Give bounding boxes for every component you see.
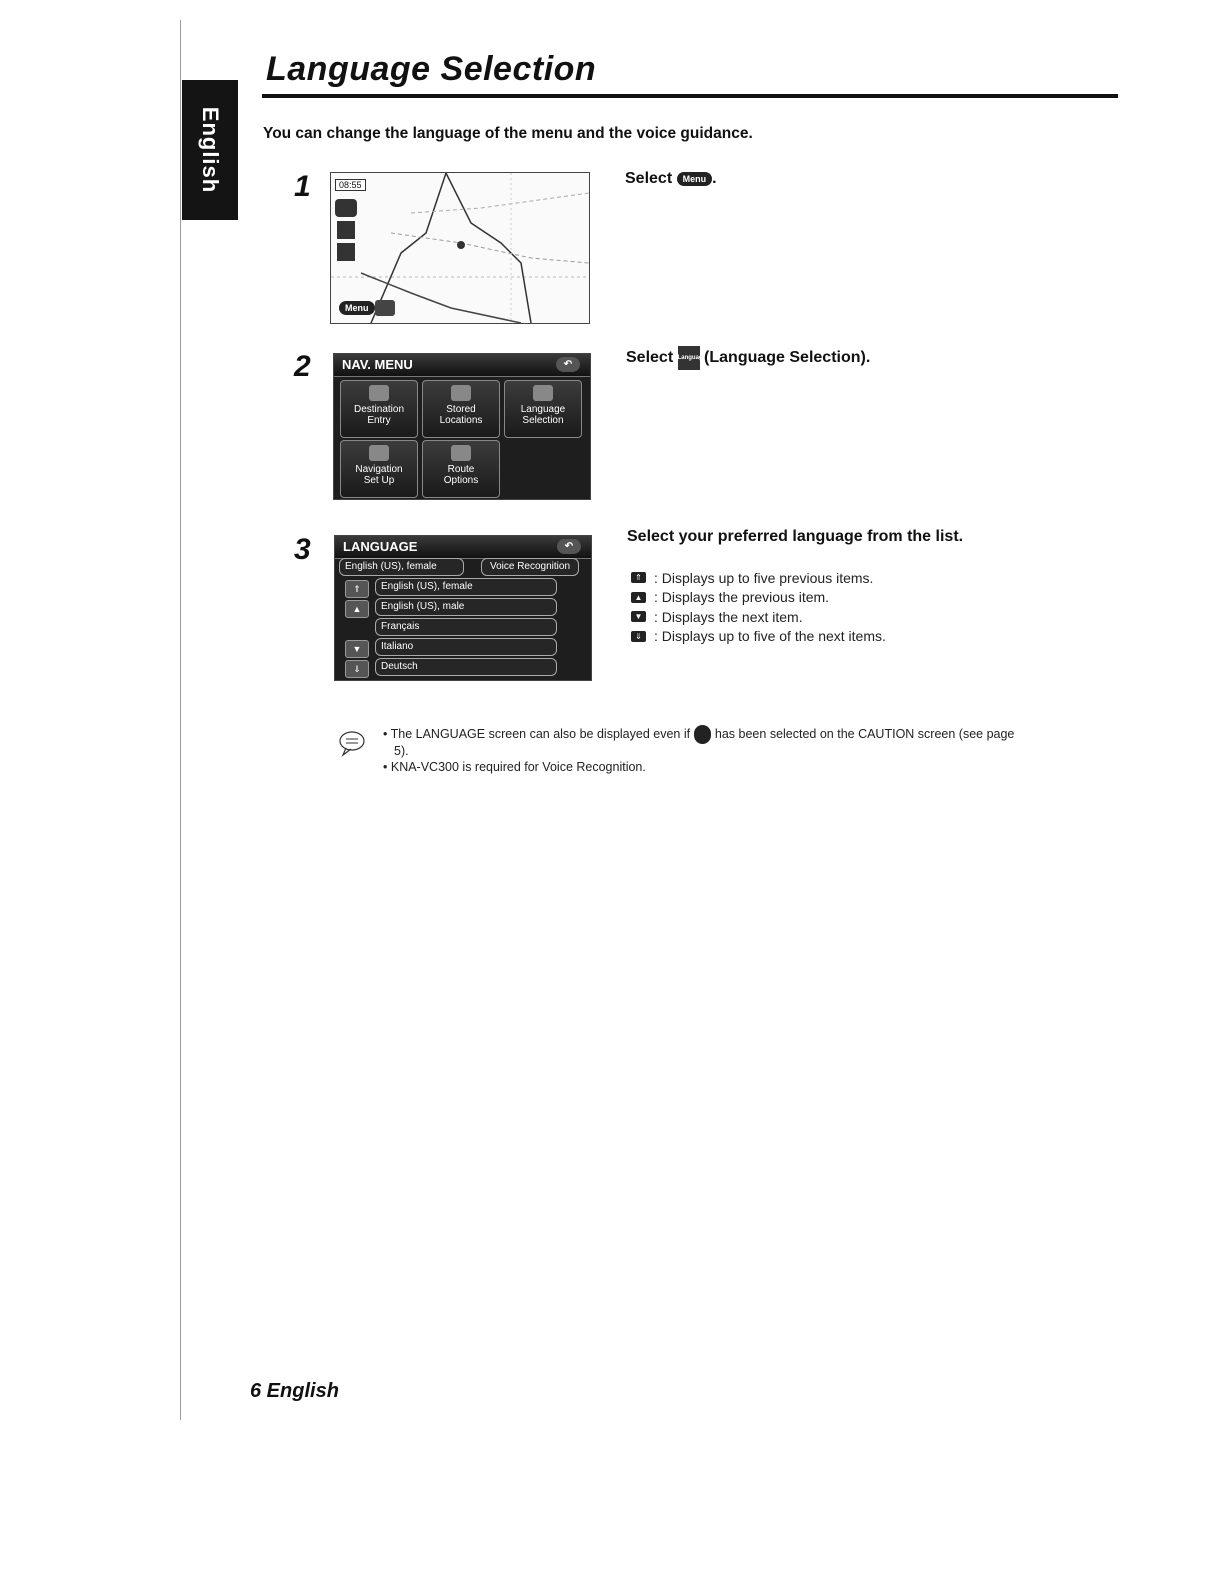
zoom-scale-icon[interactable]	[337, 221, 355, 239]
legend-row: ⇑ : Displays up to five previous items.	[631, 568, 886, 588]
side-tab-label: English	[198, 106, 224, 194]
step-2-instruction: Select Language Selection (Language Sele…	[626, 346, 870, 370]
menu-icon	[693, 725, 712, 744]
intro-text: You can change the language of the menu …	[263, 125, 753, 142]
note-1-text-a: The LANGUAGE screen can also be displaye…	[390, 726, 691, 741]
menu-icon: Menu	[676, 171, 713, 186]
step-2-number: 2	[294, 350, 311, 383]
page-down-icon: ⇓	[631, 630, 646, 642]
button-label: Navigation	[355, 464, 403, 475]
language-list-item[interactable]: Italiano	[375, 638, 557, 656]
button-label: Locations	[439, 415, 483, 426]
step-3-instruction: Select your preferred language from the …	[627, 528, 964, 545]
destination-entry-button[interactable]: Destination Entry	[340, 380, 418, 438]
step-2-nav-menu-screen: NAV. MENU ↶ Destination Entry Stored Loc…	[333, 353, 591, 500]
page-up-icon[interactable]: ⇑	[345, 580, 369, 598]
scroll-down-icon: ▼	[631, 611, 646, 623]
back-arrow-icon[interactable]: ↶	[557, 539, 581, 554]
page-margin-line	[180, 20, 181, 1420]
legend-text: : Displays up to five of the next items.	[654, 628, 886, 645]
step-1-period: .	[712, 170, 717, 187]
scroll-down-icon[interactable]: ▼	[345, 640, 369, 658]
button-label: Options	[443, 475, 479, 486]
button-label: Entry	[367, 415, 391, 426]
navigation-setup-button[interactable]: Navigation Set Up	[340, 440, 418, 498]
language-globe-icon	[533, 385, 553, 401]
button-label: Selection	[522, 415, 564, 426]
page-down-icon[interactable]: ⇓	[345, 660, 369, 678]
zoom-out-icon[interactable]	[337, 243, 355, 261]
step-1-number: 1	[294, 170, 311, 203]
button-label: Route	[447, 464, 475, 475]
zoom-in-icon[interactable]	[335, 199, 357, 217]
language-header: LANGUAGE ↶	[335, 536, 591, 559]
map-view-button[interactable]	[375, 300, 395, 316]
step-2-select-text: Select	[626, 349, 674, 367]
voice-recognition-button[interactable]: Voice Recognition	[481, 558, 579, 576]
step-2-suffix: (Language Selection).	[704, 349, 871, 367]
step-3-language-screen: LANGUAGE ↶ English (US), female Voice Re…	[334, 535, 592, 681]
button-label: Language	[520, 404, 566, 415]
legend-text: : Displays the previous item.	[654, 589, 830, 606]
language-selection-icon: Language Selection	[677, 346, 700, 370]
page-footer: 6 English	[250, 1380, 339, 1402]
legend-row: ▼ : Displays the next item.	[631, 607, 886, 627]
stored-pin-icon	[451, 385, 471, 401]
language-list-item[interactable]: English (US), male	[375, 598, 557, 616]
language-list-item[interactable]: Deutsch	[375, 658, 557, 676]
button-label: Destination	[353, 404, 405, 415]
note-2: • KNA-VC300 is required for Voice Recogn…	[383, 760, 646, 774]
language-title: LANGUAGE	[343, 539, 418, 554]
step-1-instruction: Select Menu.	[625, 170, 717, 188]
button-label: Set Up	[363, 475, 395, 486]
scroll-up-icon: ▲	[631, 591, 646, 603]
page-up-icon: ⇑	[631, 572, 646, 584]
nav-menu-title: NAV. MENU	[342, 357, 413, 372]
back-arrow-icon[interactable]: ↶	[556, 357, 580, 372]
legend-text: : Displays up to five previous items.	[654, 569, 874, 586]
legend-row: ▲ : Displays the previous item.	[631, 588, 886, 608]
route-road-icon	[451, 445, 471, 461]
map-menu-button[interactable]: Menu	[339, 301, 375, 315]
language-list-item[interactable]: Français	[375, 618, 557, 636]
step-3-number: 3	[294, 533, 311, 566]
step-1-map-screen: 08:55 Menu	[330, 172, 590, 324]
destination-flag-icon	[369, 385, 389, 401]
step-1-select-text: Select	[625, 170, 673, 187]
page-title: Language Selection	[266, 50, 597, 88]
legend-row: ⇓ : Displays up to five of the next items…	[631, 627, 886, 647]
title-rule	[262, 94, 1118, 98]
map-clock: 08:55	[335, 179, 366, 191]
current-language: English (US), female	[339, 558, 464, 576]
map-graphic	[331, 173, 589, 323]
language-side-tab: English	[182, 80, 238, 220]
language-list-item[interactable]: English (US), female	[375, 578, 557, 596]
setup-pen-icon	[369, 445, 389, 461]
stored-locations-button[interactable]: Stored Locations	[422, 380, 500, 438]
note-1: • The LANGUAGE screen can also be displa…	[383, 725, 1123, 744]
note-2-text: KNA-VC300 is required for Voice Recognit…	[390, 760, 646, 774]
language-selection-button[interactable]: Language Selection	[504, 380, 582, 438]
legend-text: : Displays the next item.	[654, 608, 803, 625]
nav-menu-header: NAV. MENU ↶	[334, 354, 590, 377]
note-1-continued: 5).	[394, 744, 409, 758]
scroll-legend: ⇑ : Displays up to five previous items. ▲…	[631, 568, 886, 646]
route-options-button[interactable]: Route Options	[422, 440, 500, 498]
scroll-up-icon[interactable]: ▲	[345, 600, 369, 618]
button-label: Stored	[446, 404, 476, 415]
note-speech-icon	[337, 728, 367, 758]
note-1-text-b: has been selected on the CAUTION screen …	[714, 726, 1015, 741]
